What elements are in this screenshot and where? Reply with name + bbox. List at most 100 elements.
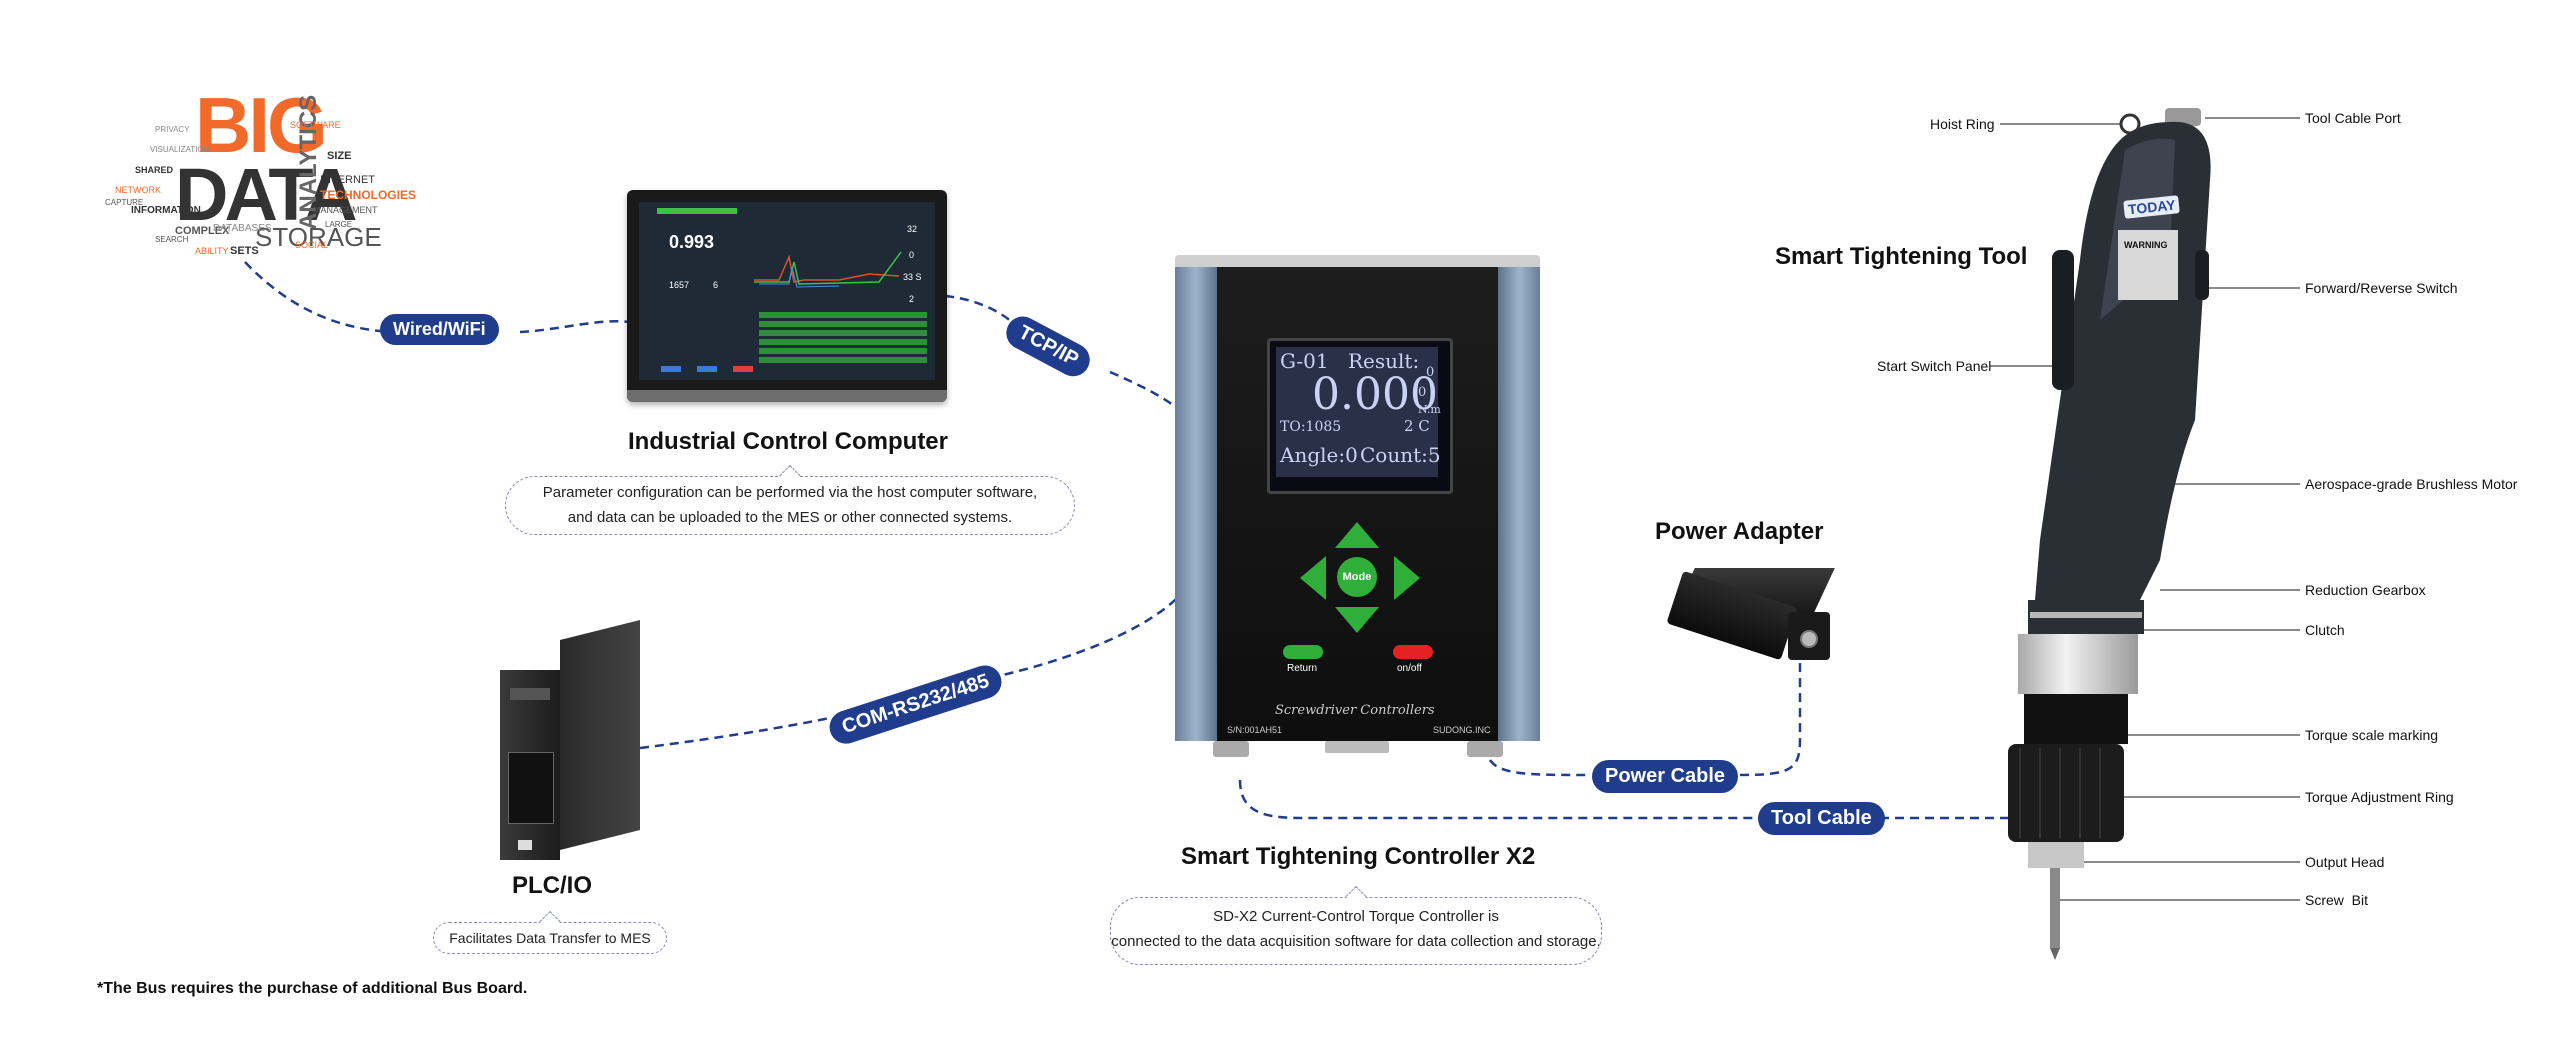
- display-result: Result:: [1348, 349, 1420, 373]
- screen-small-2: 6: [713, 280, 719, 290]
- privacy-word: PRIVACY: [155, 125, 190, 134]
- return-button[interactable]: [1283, 645, 1323, 659]
- controller-title: Smart Tightening Controller X2: [1181, 843, 1536, 870]
- serial-text: S/N:001AH51: [1227, 725, 1283, 735]
- tool-connector: [1213, 741, 1249, 757]
- line-powercable-adapter: [1739, 650, 1802, 777]
- computer-screen: 0.993 1657 6 32 0 33 S 2: [639, 202, 935, 380]
- screen-side-4: 2: [909, 294, 915, 304]
- line-controller-toolcable: [1238, 779, 1760, 820]
- label-screw-bit: Screw Bit: [2305, 892, 2369, 908]
- computer-note: Parameter configuration can be performed…: [505, 476, 1075, 535]
- display-result-val: 0: [1426, 365, 1435, 380]
- panel-text: Screwdriver Controllers: [1275, 703, 1435, 718]
- line-plc-com: [639, 716, 831, 750]
- screen-value: 0.993: [669, 232, 715, 252]
- power-cable-pill: Power Cable: [1592, 760, 1739, 793]
- ability-word: ABILITY: [195, 246, 229, 256]
- screen-side-2: 0: [909, 250, 915, 260]
- down-arrow-button[interactable]: [1335, 607, 1379, 633]
- visualization-word: VISUALIZATION: [150, 145, 210, 154]
- display-unit: N.m: [1418, 403, 1441, 416]
- tool-cable-pill: Tool Cable: [1758, 802, 1885, 835]
- label-fwd-rev: Forward/Reverse Switch: [2305, 280, 2458, 296]
- internet-word: INTERNET: [320, 174, 375, 186]
- label-start-panel: Start Switch Panel: [1877, 358, 1992, 374]
- left-arrow-button[interactable]: [1300, 556, 1326, 600]
- label-hoist-ring: Hoist Ring: [1930, 116, 1995, 132]
- onoff-label: on/off: [1397, 663, 1422, 674]
- display-to: TO:1085: [1280, 419, 1342, 435]
- complex-word: COMPLEX: [175, 225, 230, 237]
- label-output-head: Output Head: [2305, 854, 2385, 870]
- large-word: LARGE: [325, 220, 353, 229]
- databases-word: DATABASES: [213, 223, 272, 234]
- onoff-button[interactable]: [1393, 645, 1433, 659]
- screen-side-1: 32: [907, 224, 918, 234]
- plc-note-text: Facilitates Data Transfer to MES: [449, 930, 651, 946]
- screen-chart: [754, 251, 902, 288]
- tool-title: Smart Tightening Tool: [1775, 243, 2028, 270]
- controller-device: G-01 Result: 0 0.000 0 N.m TO:1085 2 C A…: [1175, 255, 1540, 757]
- data-text: DATA: [175, 153, 358, 236]
- display-c: 2 C: [1404, 417, 1430, 435]
- right-arrow-button[interactable]: [1394, 556, 1420, 600]
- label-torque-ring: Torque Adjustment Ring: [2305, 789, 2454, 805]
- plc-note: Facilitates Data Transfer to MES: [433, 922, 667, 954]
- line-com-controller: [989, 589, 1186, 680]
- label-clutch: Clutch: [2305, 622, 2345, 638]
- return-label: Return: [1287, 663, 1318, 674]
- computer-title: Industrial Control Computer: [628, 428, 948, 455]
- shared-word: SHARED: [135, 165, 174, 175]
- management-word: MANAGEMENT: [313, 205, 378, 215]
- display-exp: 0: [1418, 385, 1427, 400]
- label-torque-mark: Torque scale marking: [2305, 727, 2439, 743]
- sets-word: SETS: [230, 245, 259, 257]
- wired-wifi-pill: Wired/WiFi: [380, 314, 499, 345]
- screen-small-1: 1657: [669, 280, 690, 290]
- label-motor: Aerospace-grade Brushless Motor: [2305, 476, 2518, 492]
- information-word: INFORMATION: [131, 205, 201, 216]
- screen-side-3: 33 S: [903, 272, 922, 282]
- technologies-word: TECHNOLOGIES: [320, 188, 417, 202]
- social-word: SOCIAL: [295, 240, 329, 250]
- size-word: SIZE: [327, 150, 352, 162]
- search-word: SEARCH: [155, 235, 189, 244]
- mode-button[interactable]: Mode: [1337, 557, 1377, 597]
- line-controller-powercable: [1488, 759, 1591, 777]
- capture-word: CAPTURE: [105, 198, 144, 207]
- computer-note-line1: Parameter configuration can be performed…: [542, 484, 1038, 501]
- brand-text: SUDONG.INC: [1433, 725, 1491, 735]
- controller-display: G-01 Result: 0 0.000 0 N.m TO:1085 2 C A…: [1267, 338, 1453, 494]
- controller-note: SD-X2 Current-Control Torque Controller …: [1110, 897, 1602, 965]
- display-count: Count:5: [1360, 443, 1441, 467]
- network-word: NETWORK: [115, 185, 161, 195]
- adapter-title: Power Adapter: [1655, 518, 1824, 545]
- big-data-word-cloud: BIG DATA ANALYTICS STORAGE TECHNOLOGIES …: [95, 80, 416, 270]
- footnote: *The Bus requires the purchase of additi…: [97, 980, 528, 997]
- label-gearbox: Reduction Gearbox: [2305, 582, 2426, 598]
- display-value: 0.000: [1312, 369, 1438, 420]
- software-word: SOFTWARE: [290, 120, 341, 130]
- display-prog: G-01: [1280, 349, 1329, 373]
- storage-word: STORAGE: [255, 222, 382, 252]
- label-cable-port: Tool Cable Port: [2305, 110, 2401, 126]
- serial-connector: [1325, 741, 1389, 753]
- display-angle: Angle:0: [1280, 443, 1358, 467]
- big-text: BIG: [195, 81, 328, 169]
- mode-label: Mode: [1342, 571, 1372, 583]
- controller-note-line1: SD-X2 Current-Control Torque Controller …: [1213, 908, 1499, 925]
- plc-title: PLC/IO: [512, 872, 593, 899]
- power-adapter-device: [1666, 558, 1835, 668]
- up-arrow-button[interactable]: [1335, 522, 1379, 548]
- computer-note-line2: and data can be uploaded to the MES or o…: [567, 509, 1013, 526]
- screen-table: [759, 312, 927, 364]
- tool-warning: WARNING: [2124, 240, 2168, 250]
- controller-note-line2: connected to the data acquisition softwa…: [1111, 933, 1601, 950]
- line-tcp-controller: [1109, 370, 1181, 412]
- industrial-computer: 0.993 1657 6 32 0 33 S 2: [627, 190, 947, 402]
- power-connector: [1467, 741, 1503, 757]
- plc-device: [500, 620, 640, 860]
